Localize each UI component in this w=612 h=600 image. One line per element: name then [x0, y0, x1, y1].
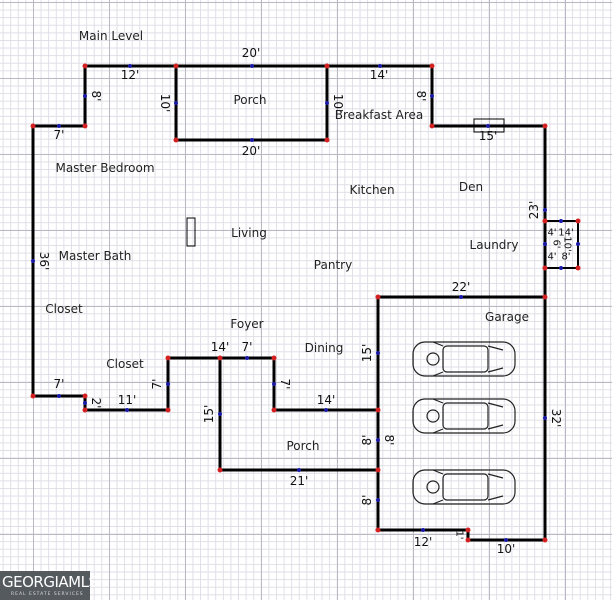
dimension-label: 20': [241, 46, 261, 60]
dimension-label: 7': [241, 340, 253, 354]
dimension-label: 10': [561, 236, 573, 252]
room-label: Garage: [485, 310, 529, 324]
dimension-label: 14': [369, 68, 389, 82]
dimension-label: 7': [53, 128, 65, 142]
dimension-label: 8': [382, 434, 396, 446]
room-label: Dining: [304, 341, 344, 355]
logo-subtext: REAL ESTATE SERVICES: [11, 592, 84, 597]
dimension-label: 15': [478, 129, 498, 143]
dimension-label: 20': [241, 144, 261, 158]
room-label: Porch: [233, 93, 267, 107]
dimension-label: 8': [89, 90, 103, 102]
dimension-label: 10': [331, 93, 345, 113]
dimension-label: 12': [120, 68, 140, 82]
georgia-mls-logo: GEORGIAMLS REAL ESTATE SERVICES: [0, 571, 98, 600]
car-icon: [412, 398, 516, 434]
dimension-label: 14': [210, 340, 230, 354]
room-label: Master Bedroom: [55, 161, 155, 175]
dimension-label: 6': [550, 239, 562, 249]
dimension-label: 32': [549, 408, 563, 428]
window-icon: [473, 118, 505, 133]
car-icon: [412, 469, 516, 505]
room-label: Den: [458, 180, 484, 194]
dimension-label: 15': [360, 343, 374, 363]
car-icon: [412, 341, 516, 377]
dimension-label: 4': [547, 251, 557, 263]
dimension-label: 7': [278, 378, 292, 390]
midpoints: [31, 64, 580, 542]
dimension-label: 23': [527, 200, 541, 220]
dimension-label: 11': [117, 393, 137, 407]
den-wall: [376, 66, 547, 542]
dimension-label: 14': [316, 393, 336, 407]
dimension-label: 36': [37, 251, 51, 271]
fireplace-icon: [186, 217, 196, 247]
dimension-label: 10': [158, 93, 172, 113]
room-label: Closet: [45, 302, 83, 316]
dimension-label: 15': [202, 404, 216, 424]
logo-text: GEORGIAMLS: [2, 573, 98, 591]
dimension-label: 4': [547, 227, 557, 239]
room-label: Master Bath: [58, 249, 132, 263]
room-label: Breakfast Area: [334, 108, 424, 122]
plan-title: Main Level: [78, 29, 144, 43]
room-label: Closet: [106, 357, 144, 371]
room-label: Foyer: [230, 317, 264, 331]
dimension-label: 8': [414, 90, 428, 102]
dimension-label: 7': [150, 378, 164, 390]
room-label: Laundry: [469, 238, 519, 252]
room-label: Living: [231, 226, 267, 240]
dimension-label: 21': [289, 474, 309, 488]
dimension-label: 7': [53, 377, 65, 391]
dimension-label: 2': [89, 397, 103, 409]
dimension-label: 8': [561, 251, 571, 263]
corner-points: [30, 63, 581, 543]
dimension-label: 10': [496, 542, 516, 556]
front-porch-wall: [218, 358, 378, 472]
dimension-label: 8': [360, 494, 374, 506]
room-label: Pantry: [313, 258, 353, 272]
dimension-label: 12': [413, 535, 433, 549]
dimension-label: 1': [453, 530, 465, 540]
dimension-label: 14': [558, 227, 574, 239]
room-label: Kitchen: [349, 183, 395, 197]
room-label: Porch: [286, 439, 320, 453]
dimension-label: 22': [451, 280, 471, 294]
cars: [412, 341, 516, 505]
dimension-label: 8': [360, 434, 374, 446]
